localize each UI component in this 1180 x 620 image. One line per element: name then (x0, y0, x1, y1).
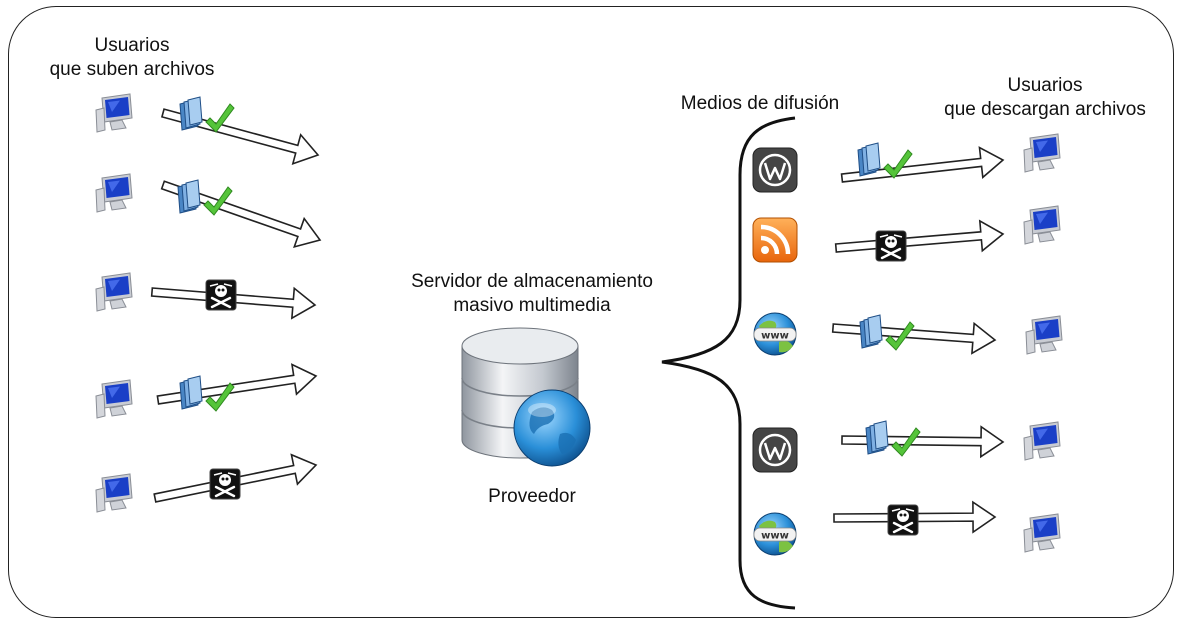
computer-icon (1023, 205, 1061, 245)
computer-icon (95, 473, 133, 513)
file-with-checkmark-icon (859, 314, 915, 351)
computer-icon (95, 379, 133, 419)
upload-row (95, 93, 320, 165)
distribution-arrow (841, 425, 1005, 459)
distribution-arrow (834, 219, 1005, 253)
pirate-icon (205, 279, 237, 311)
distribution-row (752, 205, 1061, 263)
pirate-icon (875, 230, 907, 262)
pirate-icon (209, 468, 241, 500)
upload-rows (95, 93, 322, 513)
uploaders-title: Usuarios que suben archivos (22, 34, 242, 82)
computer-icon (1023, 133, 1061, 173)
uploaders-title-line2: que suben archivos (49, 59, 215, 80)
computer-icon (95, 272, 133, 312)
upload-row (95, 173, 322, 249)
distribution-rows: www www (752, 133, 1063, 556)
downloaders-title: Usuarios que descargan archivos (920, 74, 1170, 122)
provider-label: Proveedor (488, 486, 576, 507)
server-title-line1: Servidor de almacenamiento (411, 271, 653, 292)
www-globe-icon: www (753, 512, 797, 556)
file-with-checkmark-icon (177, 179, 233, 216)
storage-server-icon (461, 327, 591, 467)
file-with-checkmark-icon (179, 375, 235, 412)
grouping-brace (661, 116, 796, 610)
computer-icon (1025, 315, 1063, 355)
file-with-checkmark-icon (865, 420, 921, 457)
uploaders-title-line1: Usuarios (94, 35, 170, 56)
computer-icon (95, 173, 133, 213)
server-title-line2: masivo multimedia (453, 295, 611, 316)
computer-icon (95, 93, 133, 133)
pirate-icon (887, 504, 919, 536)
upload-row (95, 453, 318, 513)
distribution-row (752, 133, 1061, 193)
rss-icon (752, 217, 798, 263)
svg-text:www: www (761, 531, 789, 542)
upload-row (95, 363, 318, 419)
file-with-checkmark-icon (179, 96, 235, 133)
server-title: Servidor de almacenamiento masivo multim… (382, 270, 682, 318)
wordpress-icon (752, 427, 798, 473)
media-title: Medios de difusión (680, 93, 840, 114)
downloaders-title-line1: Usuarios (1007, 75, 1083, 96)
distribution-arrow (831, 321, 997, 355)
computer-icon (1023, 513, 1061, 553)
distribution-row (752, 420, 1061, 473)
upload-row (95, 272, 317, 320)
distribution-row: www (753, 500, 1061, 556)
distribution-row: www (753, 312, 1063, 356)
computer-icon (1023, 421, 1061, 461)
svg-text:www: www (761, 331, 789, 342)
distribution-arrow (840, 146, 1005, 183)
wordpress-icon (752, 147, 798, 193)
downloaders-title-line2: que descargan archivos (944, 99, 1146, 120)
file-with-checkmark-icon (857, 142, 913, 179)
upload-arrow (150, 286, 317, 320)
www-globe-icon: www (753, 312, 797, 356)
